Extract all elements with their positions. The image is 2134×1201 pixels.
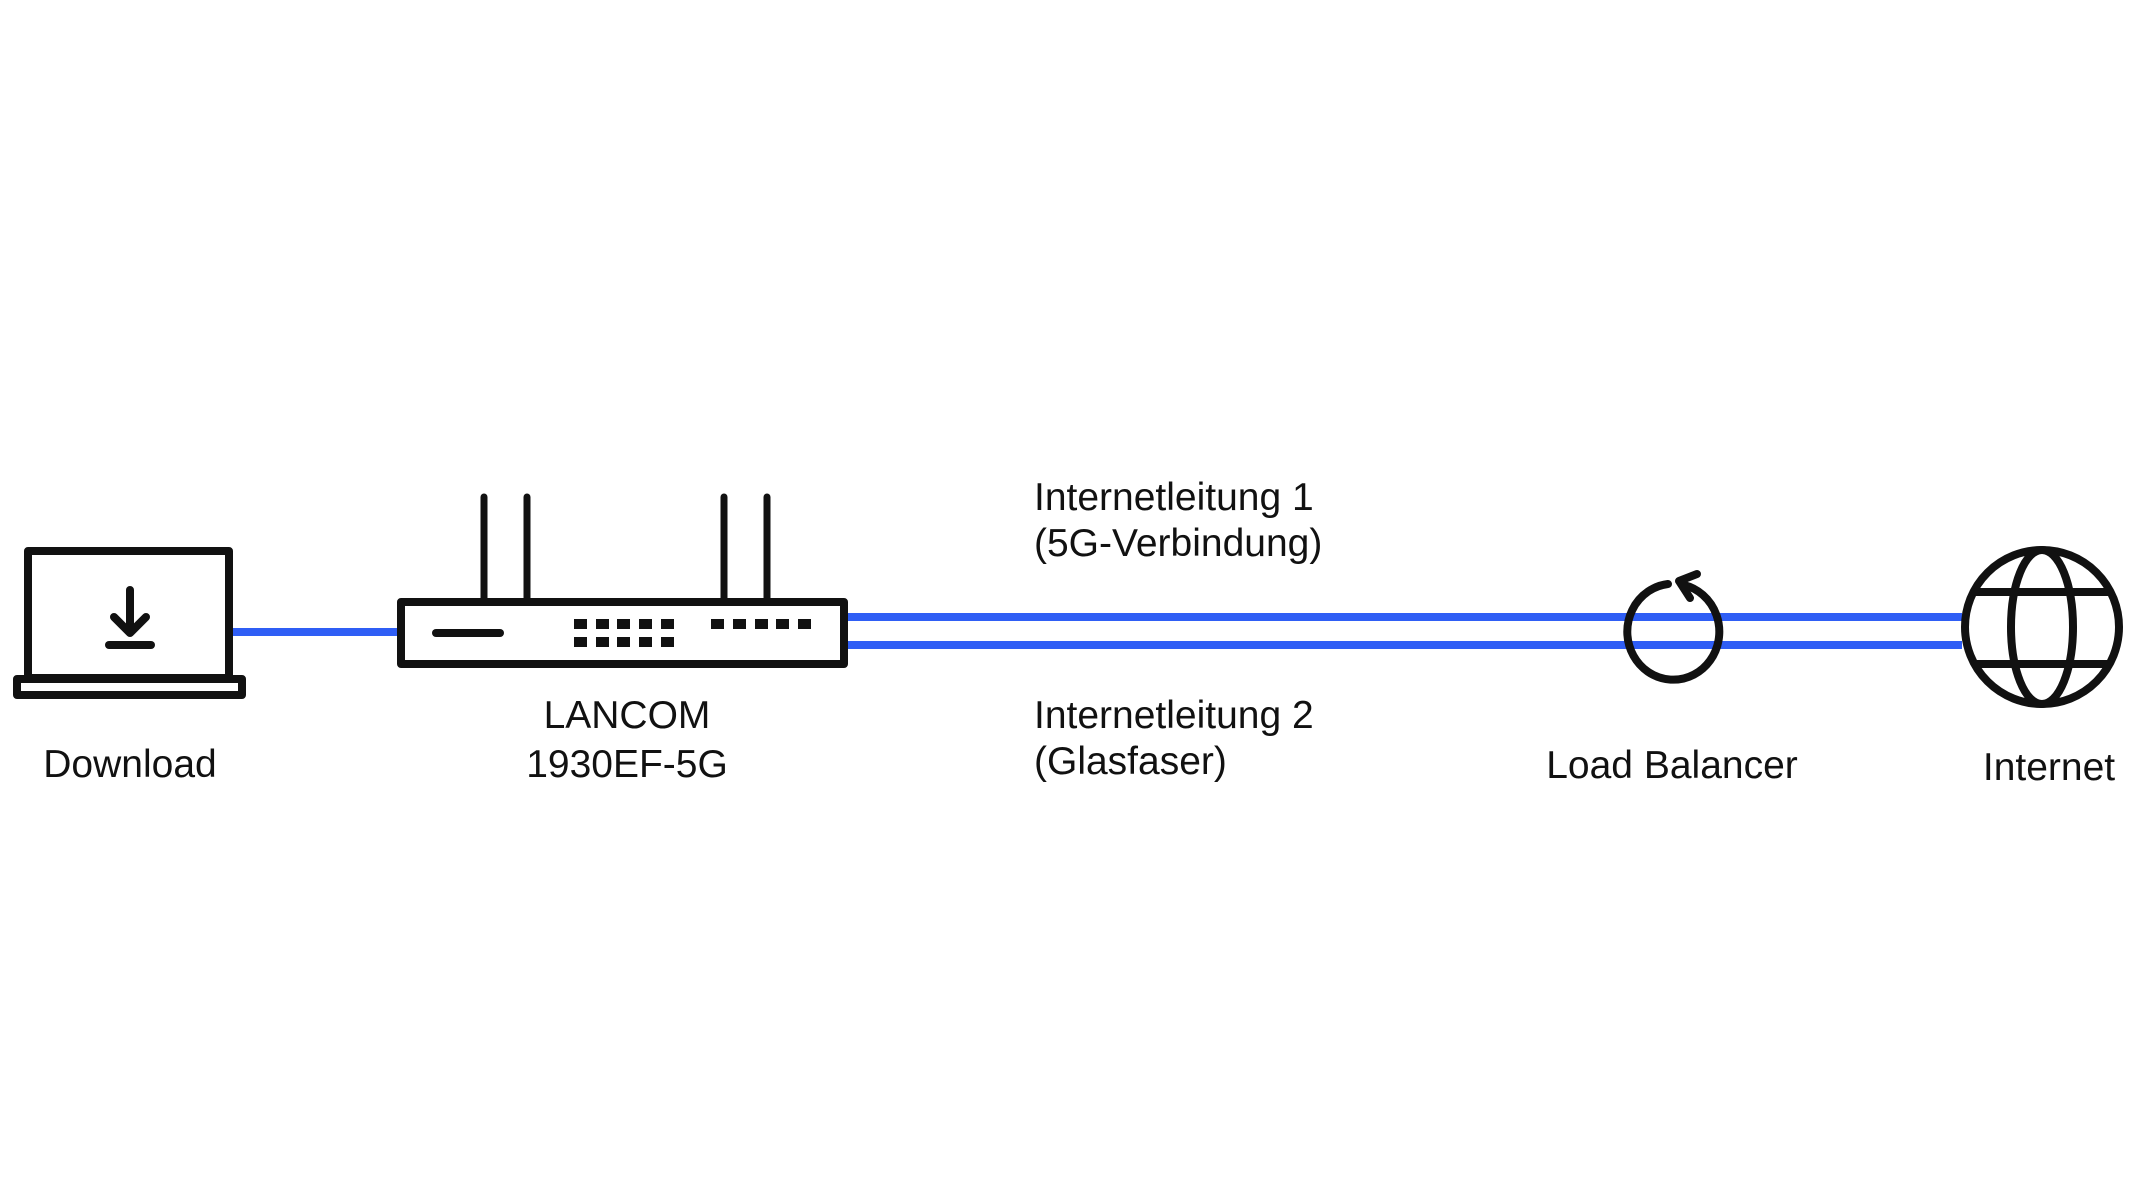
port <box>639 637 652 647</box>
router-label-line1: LANCOM <box>544 694 711 737</box>
port <box>711 619 724 629</box>
link-2-label-line1: Internetleitung 2 <box>1034 694 1314 737</box>
port <box>596 637 609 647</box>
laptop-download-icon <box>13 547 246 699</box>
link-label-2: Internetleitung 2 (Glasfaser) <box>1034 694 1314 783</box>
links <box>232 613 1962 649</box>
node-download: Download <box>13 547 246 786</box>
laptop-base <box>13 675 246 699</box>
download-arrow-icon <box>105 586 155 649</box>
router-label-line2: 1930EF-5G <box>526 743 728 786</box>
globe-icon <box>1961 546 2123 708</box>
refresh-cycle-icon <box>1623 570 1724 684</box>
port <box>617 619 630 629</box>
link-1-label-line2: (5G-Verbindung) <box>1034 522 1322 565</box>
globe-outline <box>1961 546 2123 708</box>
port <box>755 619 768 629</box>
port <box>574 619 587 629</box>
port <box>574 637 587 647</box>
port <box>617 637 630 647</box>
port <box>661 637 674 647</box>
port <box>596 619 609 629</box>
internet-label: Internet <box>1983 746 2115 789</box>
node-load-balancer: Load Balancer <box>1546 570 1798 787</box>
port <box>776 619 789 629</box>
link-2-label-line2: (Glasfaser) <box>1034 740 1227 783</box>
cycle-arrowhead <box>1675 570 1701 602</box>
download-label: Download <box>43 743 216 786</box>
router-icon <box>397 493 848 668</box>
router-antennas <box>480 493 771 604</box>
load-balancer-label: Load Balancer <box>1546 744 1798 787</box>
port <box>639 619 652 629</box>
router-ports <box>574 619 811 647</box>
router-body <box>397 598 848 668</box>
port <box>798 619 811 629</box>
cycle-arc <box>1623 580 1724 684</box>
node-router: LANCOM 1930EF-5G <box>397 493 848 786</box>
port <box>661 619 674 629</box>
globe-meridian <box>2007 546 2077 708</box>
link-1-label-line1: Internetleitung 1 <box>1034 476 1314 519</box>
port <box>733 619 746 629</box>
link-label-1: Internetleitung 1 (5G-Verbindung) <box>1034 476 1322 565</box>
node-internet: Internet <box>1961 546 2123 789</box>
